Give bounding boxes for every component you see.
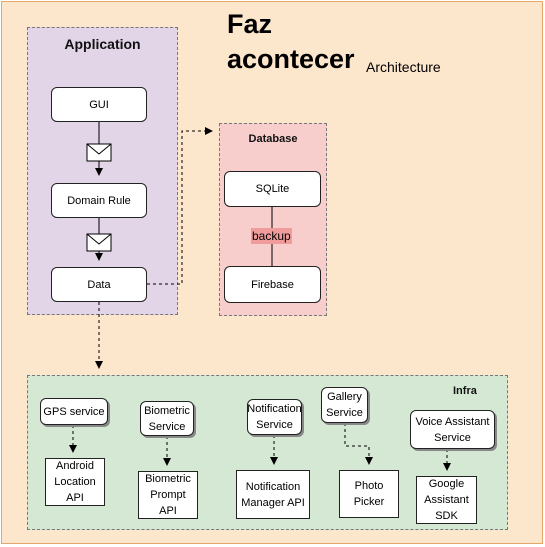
biometric-prompt-api-node[interactable]: Biometric Prompt API (138, 471, 198, 519)
edge-data-database (147, 127, 213, 285)
biometric-service-node[interactable]: Biometric Service (140, 401, 194, 436)
google-assistant-sdk-node[interactable]: Google Assistant SDK (416, 476, 477, 524)
envelope-icon (86, 143, 112, 162)
data-node[interactable]: Data (51, 267, 147, 302)
title-subtitle: Architecture (366, 59, 441, 75)
title-line-1: Faz (227, 9, 273, 39)
gui-node[interactable]: GUI (51, 87, 147, 122)
backup-label: backup (251, 228, 292, 244)
photo-picker-node[interactable]: Photo Picker (339, 470, 399, 518)
infra-group-label: Infra (453, 385, 477, 397)
android-location-api-node[interactable]: Android Location API (45, 458, 105, 506)
notification-service-node[interactable]: Notification Service (247, 399, 302, 435)
title-line-2: acontecer (227, 44, 355, 74)
voice-assistant-service-node[interactable]: Voice Assistant Service (410, 410, 495, 449)
application-group-label: Application (64, 36, 141, 52)
envelope-icon (86, 233, 112, 252)
gps-service-node[interactable]: GPS service (40, 398, 108, 425)
domain-rule-node[interactable]: Domain Rule (51, 183, 147, 218)
gallery-service-node[interactable]: Gallery Service (321, 387, 368, 423)
edge-gallery-picker (344, 423, 373, 465)
firebase-node[interactable]: Firebase (224, 266, 321, 303)
notification-manager-api-node[interactable]: Notification Manager API (236, 470, 310, 519)
sqlite-node[interactable]: SQLite (224, 171, 321, 207)
database-group-label: Database (248, 133, 298, 145)
